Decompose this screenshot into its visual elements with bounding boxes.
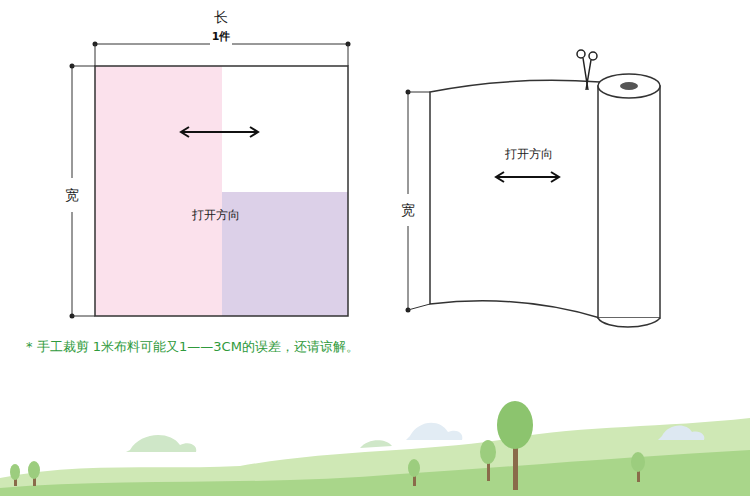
fabric-roll [598, 86, 660, 318]
direction-arrow [181, 127, 258, 137]
landscape [0, 401, 750, 496]
fabric-panel: 打开方向 [95, 66, 348, 316]
direction-arrow [496, 172, 559, 182]
fabric-outline [95, 66, 348, 316]
note-text: * 手工裁剪 1米布料可能又1——3CM的误差，还请谅解。 [26, 338, 359, 356]
dimension-label: 长 [214, 9, 228, 27]
pink-area [95, 66, 222, 316]
dimension-label: 宽 [63, 186, 81, 206]
lavender-area [222, 192, 348, 316]
direction-label: 打开方向 [505, 146, 553, 163]
dimension-line [408, 92, 409, 194]
dimension-label: 1件 [210, 28, 233, 45]
direction-label: 打开方向 [192, 207, 240, 224]
fabric-panel: 打开方向 [430, 86, 598, 306]
dimension-label: 宽 [399, 201, 417, 221]
scissors-icon [577, 50, 597, 90]
dimension-line [72, 66, 73, 178]
fabric-sheet [430, 80, 600, 318]
